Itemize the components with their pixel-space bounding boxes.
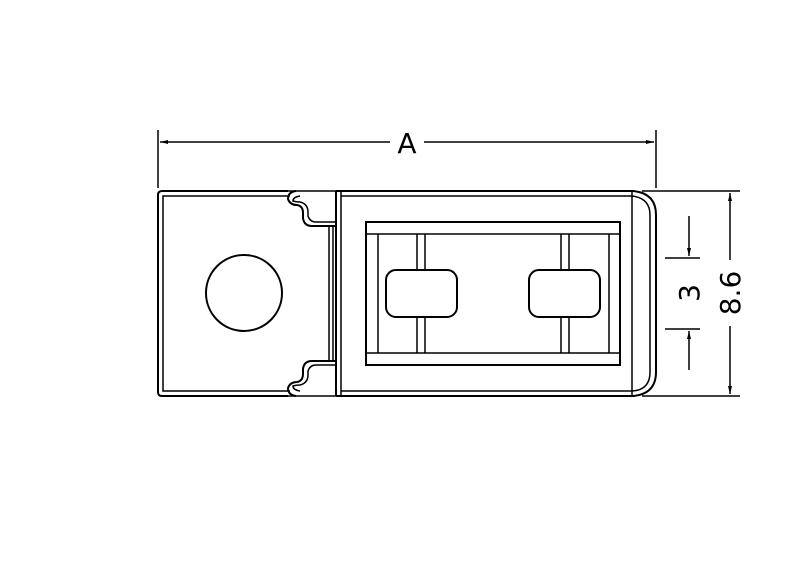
left-body — [157, 190, 290, 397]
dimension-a: A — [157, 127, 657, 188]
mounting-hole — [205, 254, 283, 332]
contact-slot-left — [385, 269, 458, 318]
contact-post-left — [385, 234, 458, 353]
dimension-height-label: 8.6 — [714, 271, 747, 316]
dimension-a-label: A — [397, 127, 416, 160]
window-frame — [365, 221, 621, 366]
contact-post-right — [528, 234, 601, 353]
right-body — [335, 190, 657, 397]
dimension-height: 8.6 — [642, 190, 747, 397]
contact-slot-right — [528, 269, 601, 318]
clip — [286, 190, 340, 397]
dimension-slot-label: 3 — [673, 284, 706, 302]
dimension-slot: 3 — [665, 216, 706, 370]
